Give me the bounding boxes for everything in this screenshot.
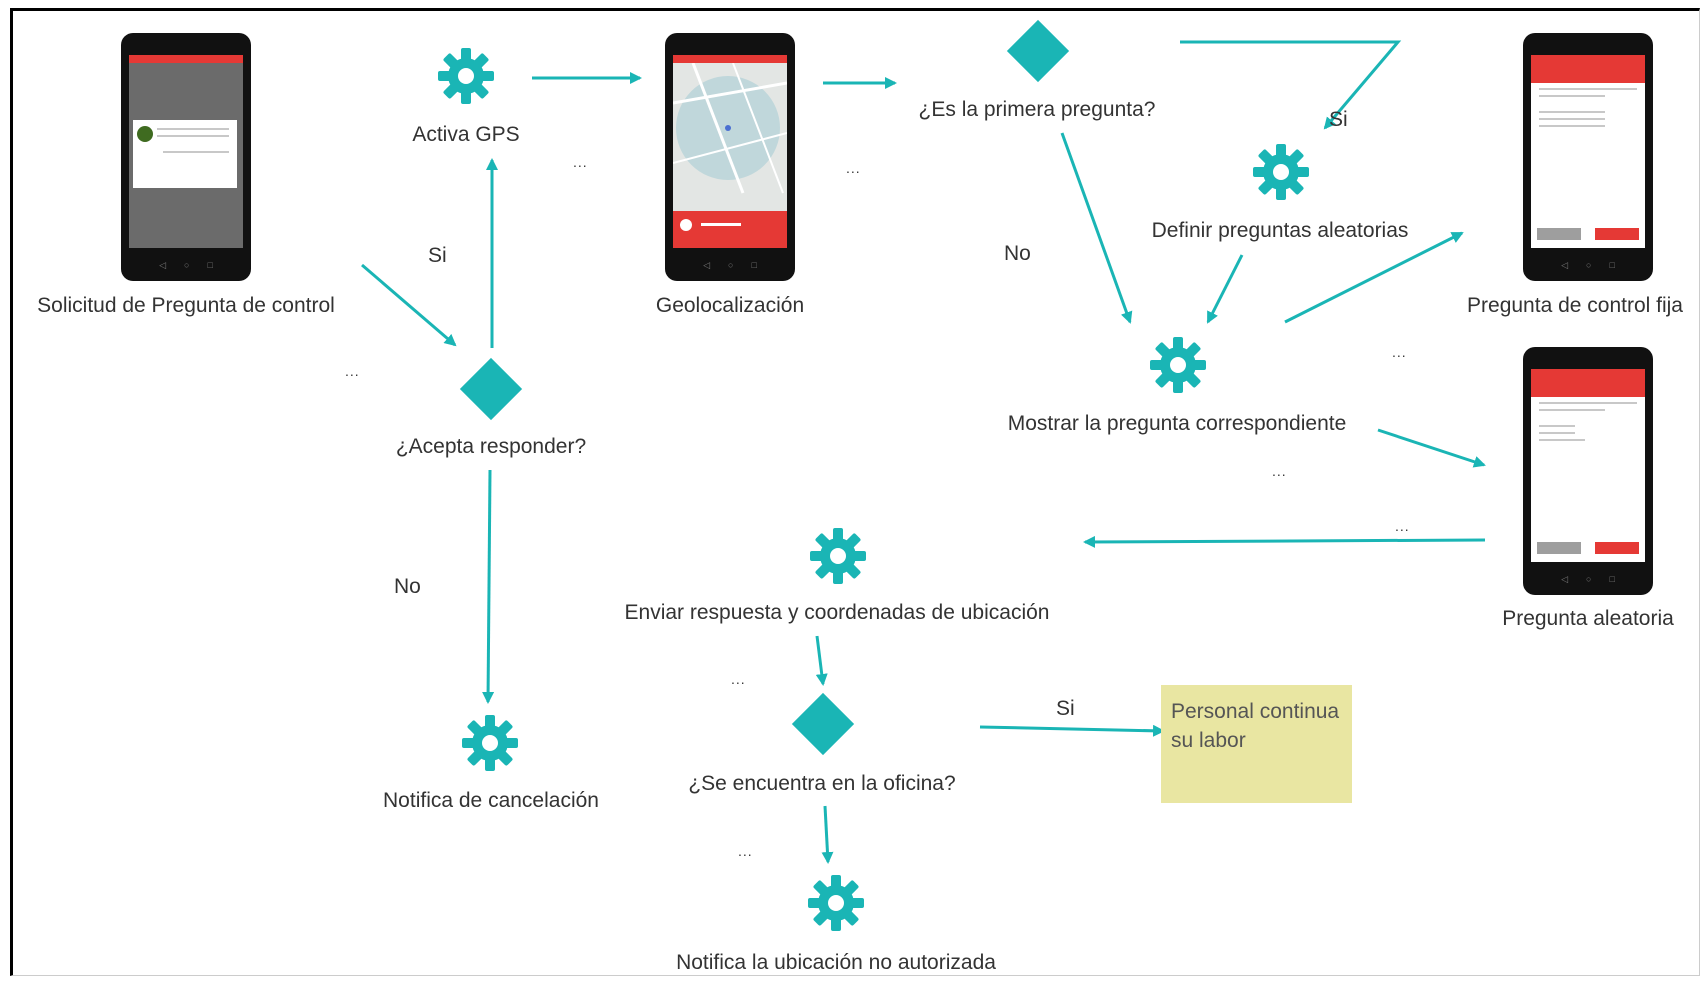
label-pregunta-aleatoria: Pregunta aleatoria [1502, 607, 1674, 630]
ellipsis-marker: ... [345, 363, 360, 379]
edge-definir-mostrar [1206, 254, 1244, 324]
label-notifica-ubicacion: Notifica la ubicación no autorizada [676, 951, 996, 974]
gear-icon [1253, 144, 1309, 200]
ellipsis-marker: ... [738, 843, 753, 859]
ellipsis-marker: ... [1395, 518, 1410, 534]
phone-pregunta-fija: ◁○□ [1523, 33, 1653, 281]
label-definir-aleatorias: Definir preguntas aleatorias [1151, 219, 1409, 242]
accept-btn-mock [1595, 228, 1639, 240]
label-pregunta-fija: Pregunta de control fija [1467, 294, 1683, 317]
ellipsis-marker: ... [731, 671, 746, 687]
app-header [1531, 55, 1645, 83]
label-geolocalizacion: Geolocalización [655, 294, 805, 317]
gear-icon [810, 528, 866, 584]
ellipsis-marker: ... [846, 160, 861, 176]
accept-btn-mock [1595, 542, 1639, 554]
cancel-btn-mock [1537, 228, 1581, 240]
edge-primera-definir [1180, 40, 1402, 130]
phone-screen [673, 55, 787, 248]
edge-oficina-notifica [821, 805, 834, 864]
label-primera-pregunta: ¿Es la primera pregunta? [918, 98, 1156, 121]
label-enviar-respuesta: Enviar respuesta y coordenadas de ubicac… [624, 601, 1050, 624]
dialog-box [133, 120, 237, 188]
edge-label-si-gps: Si [428, 244, 447, 267]
edge-enviar-oficina [815, 635, 828, 686]
map-view [673, 63, 787, 248]
phone-geolocalizacion: ◁○□ [665, 33, 795, 281]
phone-screen [129, 55, 243, 248]
label-mostrar-pregunta: Mostrar la pregunta correspondiente [1007, 412, 1347, 435]
label-se-encuentra: ¿Se encuentra en la oficina? [688, 772, 956, 795]
phone-solicitud: ◁○□ [121, 33, 251, 281]
gear-icon [462, 715, 518, 771]
edge-mostrar-fija [1284, 231, 1464, 324]
phone-screen [1531, 55, 1645, 248]
edge-label-no-cancel: No [394, 575, 421, 598]
sticky-note: Personal continua su labor [1161, 685, 1352, 803]
edge-aleatoria-enviar [1083, 535, 1486, 548]
edge-label-no-mostrar: No [1004, 242, 1031, 265]
edge-acepta-cancel [482, 469, 495, 704]
phone-pregunta-aleatoria: ◁○□ [1523, 347, 1653, 595]
app-header [1531, 369, 1645, 397]
label-solicitud: Solicitud de Pregunta de control [37, 294, 335, 317]
label-activa-gps: Activa GPS [412, 123, 520, 146]
label-notifica-cancelacion: Notifica de cancelación [383, 789, 599, 812]
edge-mostrar-aleatoria [1377, 428, 1486, 468]
label-acepta-responder: ¿Acepta responder? [395, 435, 587, 458]
edge-solicitud-acepta [361, 263, 457, 347]
cancel-btn-mock [1537, 542, 1581, 554]
edge-oficina-personal [979, 724, 1165, 737]
edge-primera-mostrar [1060, 132, 1133, 324]
ellipsis-marker: ... [573, 154, 588, 170]
edge-label-si-definir: Si [1329, 108, 1348, 131]
gear-icon [808, 875, 864, 931]
diagram-frame [10, 8, 1700, 976]
gear-icon [1150, 337, 1206, 393]
edge-label-si-oficina: Si [1056, 697, 1075, 720]
ellipsis-marker: ... [1272, 463, 1287, 479]
phone-screen [1531, 369, 1645, 562]
ellipsis-marker: ... [1392, 344, 1407, 360]
gear-icon [438, 48, 494, 104]
